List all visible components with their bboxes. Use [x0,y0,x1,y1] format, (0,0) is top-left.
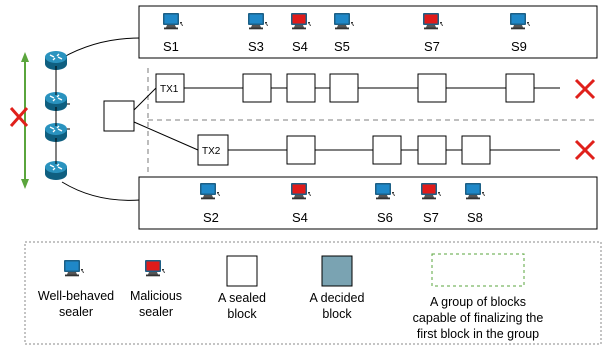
legend-malicious-label: Malicious [130,289,182,303]
sealer-label: S5 [334,39,350,54]
sealed-block [372,135,402,165]
sealed-block [103,100,135,132]
sealed-block [197,134,229,166]
legend-group-label: A group of blocks [430,295,526,309]
cross-icon [574,139,596,161]
legend-decided-block [321,255,353,287]
sealed-block [242,73,272,103]
vertical-arrow [21,52,29,189]
sealed-block [461,135,491,165]
tx1-label: TX1 [160,84,179,95]
legend-group-label: first block in the group [417,327,539,341]
cross-icon [574,78,596,100]
sealer-label: S9 [511,39,527,54]
sealed-block [505,73,535,103]
sealer-label: S1 [163,39,179,54]
sealer-label: S2 [203,210,219,225]
legend-decided-label: block [322,307,352,321]
top-panel [138,5,598,59]
sealer-label: S4 [292,39,308,54]
cross-icon [9,107,29,127]
sealer-label: S3 [248,39,264,54]
sealed-block [286,73,316,103]
legend-well-behaved-label: sealer [59,305,93,319]
legend-sealed-block [226,255,258,287]
sealed-block [155,73,185,103]
legend-decided-label: A decided [310,291,365,305]
sealed-block [286,135,316,165]
tx2-label: TX2 [202,146,221,157]
legend-sealed-label: A sealed [218,291,266,305]
sealed-block [417,135,447,165]
legend-group-box [431,253,525,287]
sealer-label: S4 [292,210,308,225]
sealer-label: S7 [424,39,440,54]
legend-group-label: capable of finalizing the [413,311,544,325]
sealer-label: S6 [377,210,393,225]
legend-sealed-label: block [227,307,257,321]
sealer-label: S8 [467,210,483,225]
legend-well-behaved-label: Well-behaved [38,289,114,303]
sealed-block [417,73,447,103]
legend-malicious-label: sealer [139,305,173,319]
sealed-block [329,73,359,103]
sealer-label: S7 [423,210,439,225]
